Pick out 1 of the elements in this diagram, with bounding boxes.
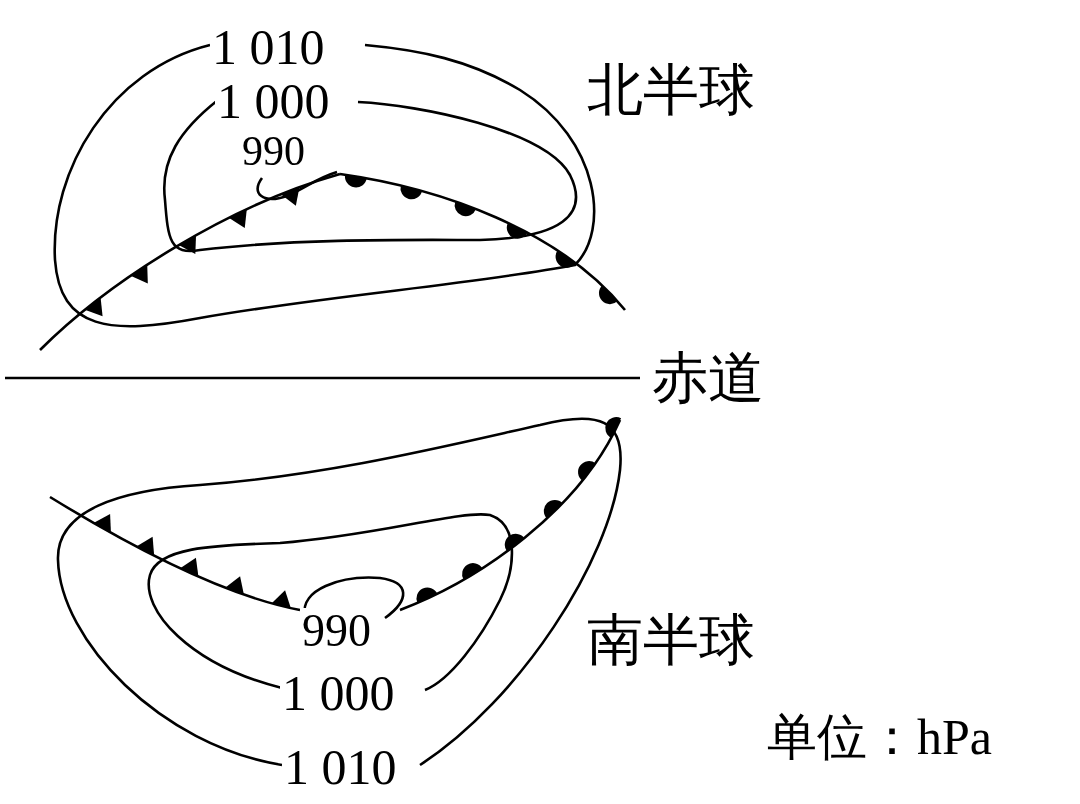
unit-note: 单位：hPa [765, 712, 994, 762]
